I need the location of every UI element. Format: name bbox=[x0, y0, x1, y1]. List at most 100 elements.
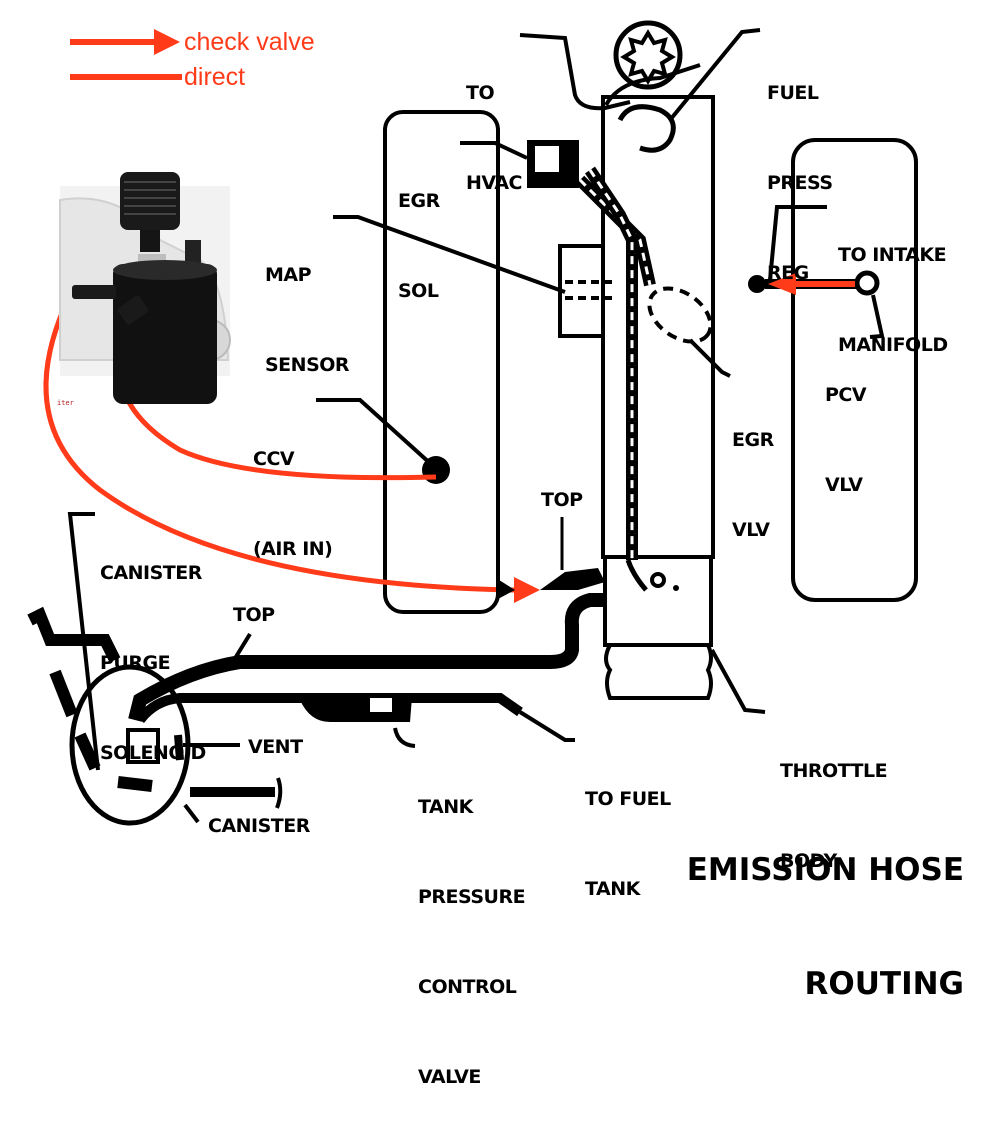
label-to-hvac-line2: HVAC bbox=[466, 172, 522, 194]
label-fuel-press-reg: FUEL PRESS REG bbox=[767, 18, 833, 318]
canister-frag-4 bbox=[117, 776, 153, 792]
canister-frag-1 bbox=[27, 606, 121, 663]
label-tft-line1: TO FUEL bbox=[585, 788, 671, 810]
purge-check-valve-hose-red bbox=[43, 293, 516, 593]
canister-leader bbox=[183, 803, 200, 824]
label-canister: CANISTER bbox=[208, 815, 310, 837]
label-cps-line1: CANISTER bbox=[100, 562, 202, 584]
label-to-fuel-tank: TO FUEL TANK bbox=[585, 724, 671, 934]
label-tft-line2: TANK bbox=[585, 878, 640, 900]
to-hvac-hose bbox=[519, 33, 631, 111]
distributor-cap bbox=[613, 20, 683, 90]
label-egr-sol-line1: EGR bbox=[398, 190, 440, 212]
egr-vlv-leader bbox=[688, 338, 731, 378]
tank-pressure-valve-body bbox=[300, 694, 412, 722]
distributor-star bbox=[620, 29, 676, 85]
label-map-line2: SENSOR bbox=[265, 354, 350, 376]
label-ccv-air-in: CCV (AIR IN) bbox=[253, 384, 333, 594]
canister-frag-2 bbox=[49, 669, 78, 718]
label-map-sensor: MAP SENSOR bbox=[265, 200, 350, 410]
catch-can-photo bbox=[59, 172, 231, 404]
canister-center-block bbox=[126, 728, 160, 764]
tank-pressure-leader bbox=[393, 727, 416, 748]
label-egr-vlv-line1: EGR bbox=[732, 429, 774, 451]
throttle-small-nozzle bbox=[625, 559, 648, 592]
photo-caption-fragment: iter bbox=[57, 399, 74, 407]
egr-solenoid-window bbox=[535, 146, 559, 172]
egr-hose-outer-dash bbox=[578, 178, 652, 286]
canister-frag-5 bbox=[174, 734, 184, 761]
title-line1: EMISSION HOSE bbox=[686, 852, 964, 888]
label-pcv-line2: VLV bbox=[825, 474, 863, 496]
label-to-hvac-line1: TO bbox=[466, 82, 495, 104]
pcv-check-valve-arrowhead bbox=[768, 273, 796, 295]
throttle-dot bbox=[673, 585, 679, 591]
label-egr-vlv-line2: VLV bbox=[732, 519, 770, 541]
label-egr-vlv: EGR VLV bbox=[732, 365, 774, 575]
label-top-lower: TOP bbox=[233, 604, 275, 626]
label-fuel-line: FUEL bbox=[767, 82, 819, 104]
legend-direct-label: direct bbox=[184, 63, 246, 91]
label-throttle-body: THROTTLE BODY bbox=[780, 696, 888, 906]
title-line2: ROUTING bbox=[804, 966, 964, 1002]
egr-valve-outline bbox=[647, 286, 713, 344]
fuel-tank-hose bbox=[136, 693, 523, 724]
label-intake-line2: MANIFOLD bbox=[838, 334, 948, 356]
pcv-vlv-leader bbox=[869, 294, 885, 339]
to-fuel-tank-leader bbox=[518, 710, 575, 742]
throttle-body-leader bbox=[710, 649, 766, 714]
label-cps-line2: PURGE bbox=[100, 652, 171, 674]
top-upper-port bbox=[540, 568, 605, 590]
label-tpcv-line3: CONTROL bbox=[418, 976, 517, 998]
fuel-press-reg-body bbox=[617, 104, 676, 153]
fuel-press-reg-arc bbox=[604, 63, 701, 107]
label-to-intake-manifold: TO INTAKE MANIFOLD bbox=[838, 180, 948, 390]
label-map-line1: MAP bbox=[265, 264, 312, 286]
throttle-small-port bbox=[650, 572, 666, 588]
egr-hose-inner-dash bbox=[588, 169, 634, 560]
to-intake-leader bbox=[768, 205, 827, 281]
label-to-hvac: TO HVAC bbox=[466, 18, 522, 228]
ccv-leader bbox=[316, 398, 434, 467]
left-housing-outline bbox=[383, 110, 500, 614]
pcv-valve-end bbox=[854, 270, 880, 296]
label-egr-sol-line2: SOL bbox=[398, 280, 439, 302]
label-reg-line: REG bbox=[767, 262, 809, 284]
emission-hose-diagram bbox=[27, 20, 918, 826]
legend-check-valve-label: check valve bbox=[184, 28, 315, 56]
canister-frag-3 bbox=[74, 732, 101, 771]
label-tpcv-line1: TANK bbox=[418, 796, 473, 818]
label-ccv-line2: (AIR IN) bbox=[253, 538, 333, 560]
diagram-title: EMISSION HOSE ROUTING bbox=[687, 775, 964, 1041]
fuel-press-reg-line bbox=[668, 28, 761, 122]
canister-purge-leader bbox=[67, 512, 100, 771]
throttle-body-flange bbox=[604, 644, 713, 700]
legend-check-valve-arrowhead bbox=[154, 29, 180, 55]
intake-port bbox=[748, 275, 766, 293]
right-housing-outline bbox=[791, 138, 918, 602]
label-canister-purge-solenoid: CANISTER PURGE SOLENOID bbox=[100, 498, 206, 798]
label-egr-sol: EGR SOL bbox=[398, 126, 440, 336]
label-top-upper: TOP bbox=[541, 489, 583, 511]
label-tank-pressure-control-valve: TANK PRESSURE CONTROL VALVE bbox=[418, 732, 526, 1122]
label-press-line: PRESS bbox=[767, 172, 833, 194]
label-intake-line1: TO INTAKE bbox=[838, 244, 947, 266]
map-sensor-leader bbox=[333, 215, 566, 294]
map-sensor-box bbox=[558, 244, 605, 338]
tank-pressure-valve-window bbox=[370, 698, 392, 712]
purge-check-valve-arrowhead-red bbox=[514, 577, 540, 603]
egr-sol-leader bbox=[460, 141, 528, 160]
canister-outlet-cap bbox=[275, 777, 283, 809]
label-ccv-line1: CCV bbox=[253, 448, 295, 470]
label-tb-line2: BODY bbox=[780, 850, 837, 872]
label-pcv-vlv: PCV VLV bbox=[825, 320, 867, 530]
egr-hose-inner bbox=[585, 166, 638, 560]
label-pcv-line1: PCV bbox=[825, 384, 867, 406]
label-tpcv-line4: VALVE bbox=[418, 1066, 481, 1088]
top-lower-leader bbox=[232, 632, 252, 662]
label-vent: VENT bbox=[248, 736, 303, 758]
egr-hose-outer bbox=[575, 175, 656, 287]
label-cps-line3: SOLENOID bbox=[100, 742, 206, 764]
label-tb-line1: THROTTLE bbox=[780, 760, 888, 782]
purge-hose bbox=[128, 593, 603, 722]
